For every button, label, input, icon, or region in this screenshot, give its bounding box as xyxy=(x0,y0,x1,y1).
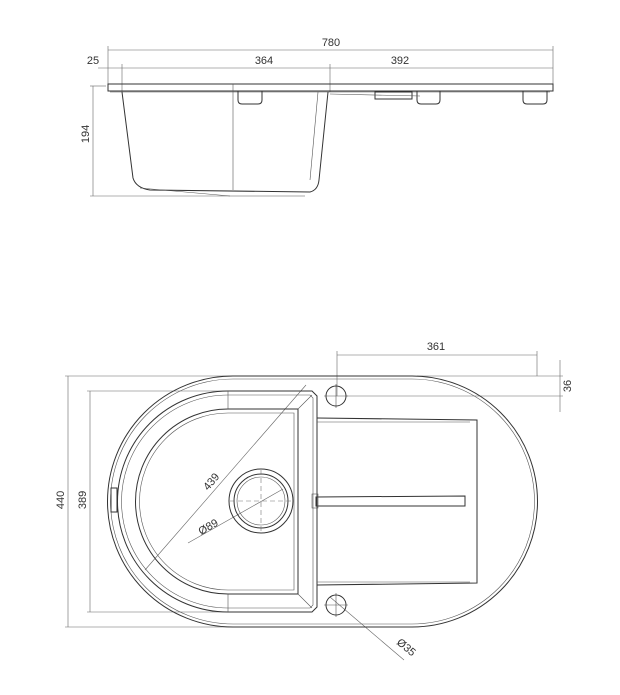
dim-194: 194 xyxy=(80,125,92,143)
bowl-basin xyxy=(135,408,299,595)
sink-outline xyxy=(107,375,538,628)
dimension-lines xyxy=(65,351,563,661)
dim-36: 36 xyxy=(562,380,574,392)
tap-hole xyxy=(324,384,348,408)
dim-25: 25 xyxy=(87,55,99,67)
top-view: 361 36 440 389 439 Ø89 Ø35 xyxy=(55,341,574,661)
overflow-slot xyxy=(110,487,118,513)
drainboard-groove xyxy=(315,495,466,507)
tap-hole xyxy=(324,593,348,617)
side-view: 780 25 364 392 194 xyxy=(80,37,554,197)
dim-389: 389 xyxy=(77,491,89,509)
bowl-profile xyxy=(121,91,329,193)
overflow-hose xyxy=(374,91,413,100)
mounting-clip xyxy=(522,91,548,105)
bowl-rim xyxy=(117,390,318,613)
dim-392: 392 xyxy=(391,55,409,67)
drainboard xyxy=(316,417,478,586)
dim-361: 361 xyxy=(427,341,445,353)
mounting-clip xyxy=(237,91,263,105)
dim-tap-hole-diameter: Ø35 xyxy=(394,636,418,659)
dim-drain-diameter: Ø89 xyxy=(196,517,220,538)
sink-rim xyxy=(107,83,554,92)
dim-780: 780 xyxy=(322,37,340,49)
dimension-lines xyxy=(90,46,554,197)
mounting-clip xyxy=(416,91,441,105)
dim-364: 364 xyxy=(255,55,273,67)
dim-440: 440 xyxy=(55,491,67,509)
drain xyxy=(228,468,294,534)
dim-439: 439 xyxy=(201,471,222,493)
